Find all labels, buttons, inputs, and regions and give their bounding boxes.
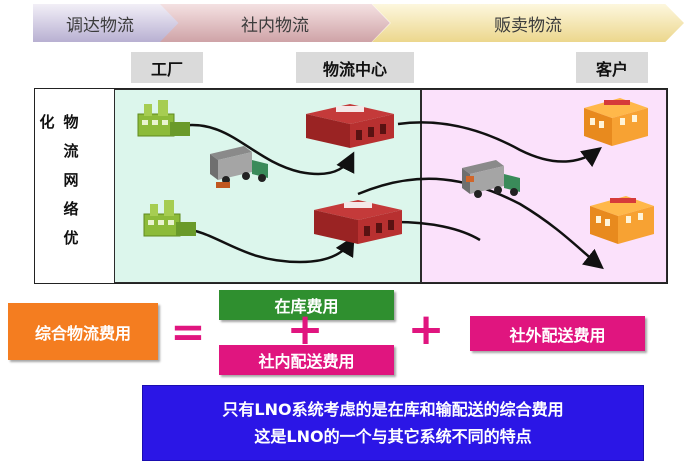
side-label-char: 络 <box>63 200 79 218</box>
store-icon <box>584 98 648 146</box>
arrow-icon <box>179 226 355 264</box>
stage-label-customer: 客户 <box>576 52 648 83</box>
process-step-internal: 社内物流 <box>160 4 390 42</box>
process-step-procurement: 调达物流 <box>33 4 181 42</box>
inventory-cost-box: 在库费用 <box>219 290 394 320</box>
external-delivery-cost-box: 社外配送费用 <box>470 316 645 351</box>
arrow-icon <box>394 220 481 242</box>
internal-delivery-cost-label: 社内配送费用 <box>258 352 355 371</box>
plus-sign: + <box>407 303 445 355</box>
message-box: 只有LNO系统考虑的是在库和输配送的综合费用 这是LNO的一个与其它系统不同的特… <box>142 385 644 461</box>
process-step-label: 社内物流 <box>241 15 309 36</box>
internal-delivery-cost-box: 社内配送费用 <box>219 345 394 375</box>
stage-label-dc: 物流中心 <box>296 52 414 83</box>
arrow-icon <box>397 121 602 168</box>
message-line: 这是LNO的一个与其它系统不同的特点 <box>254 427 532 446</box>
message-line: 只有LNO系统考虑的是在库和输配送的综合费用 <box>222 400 564 419</box>
stage-label-factory: 工厂 <box>131 52 203 83</box>
arrow-icon <box>357 177 604 270</box>
side-label-char: 流 <box>63 142 79 160</box>
arrow-icon <box>179 123 355 176</box>
side-label-char: 化 <box>39 113 55 131</box>
warehouse-icon <box>306 104 394 148</box>
total-cost-box: 综合物流费用 <box>8 303 158 360</box>
warehouse-icon <box>314 200 402 244</box>
factory-icon <box>143 200 196 237</box>
process-step-label: 调达物流 <box>66 15 134 36</box>
side-label-char: 网 <box>63 171 79 189</box>
process-step-sales: 贩卖物流 <box>372 4 684 42</box>
side-label-char: 优 <box>63 229 79 247</box>
truck-icon <box>210 146 268 188</box>
inventory-cost-label: 在库费用 <box>274 297 339 316</box>
side-label-char: 物 <box>63 113 79 131</box>
truck-icon <box>462 160 520 198</box>
total-cost-label: 综合物流费用 <box>34 323 131 343</box>
external-delivery-cost-label: 社外配送费用 <box>509 325 606 345</box>
process-step-label: 贩卖物流 <box>494 15 562 36</box>
store-icon <box>590 196 654 244</box>
factory-icon <box>137 100 190 137</box>
equals-sign: = <box>170 306 206 356</box>
